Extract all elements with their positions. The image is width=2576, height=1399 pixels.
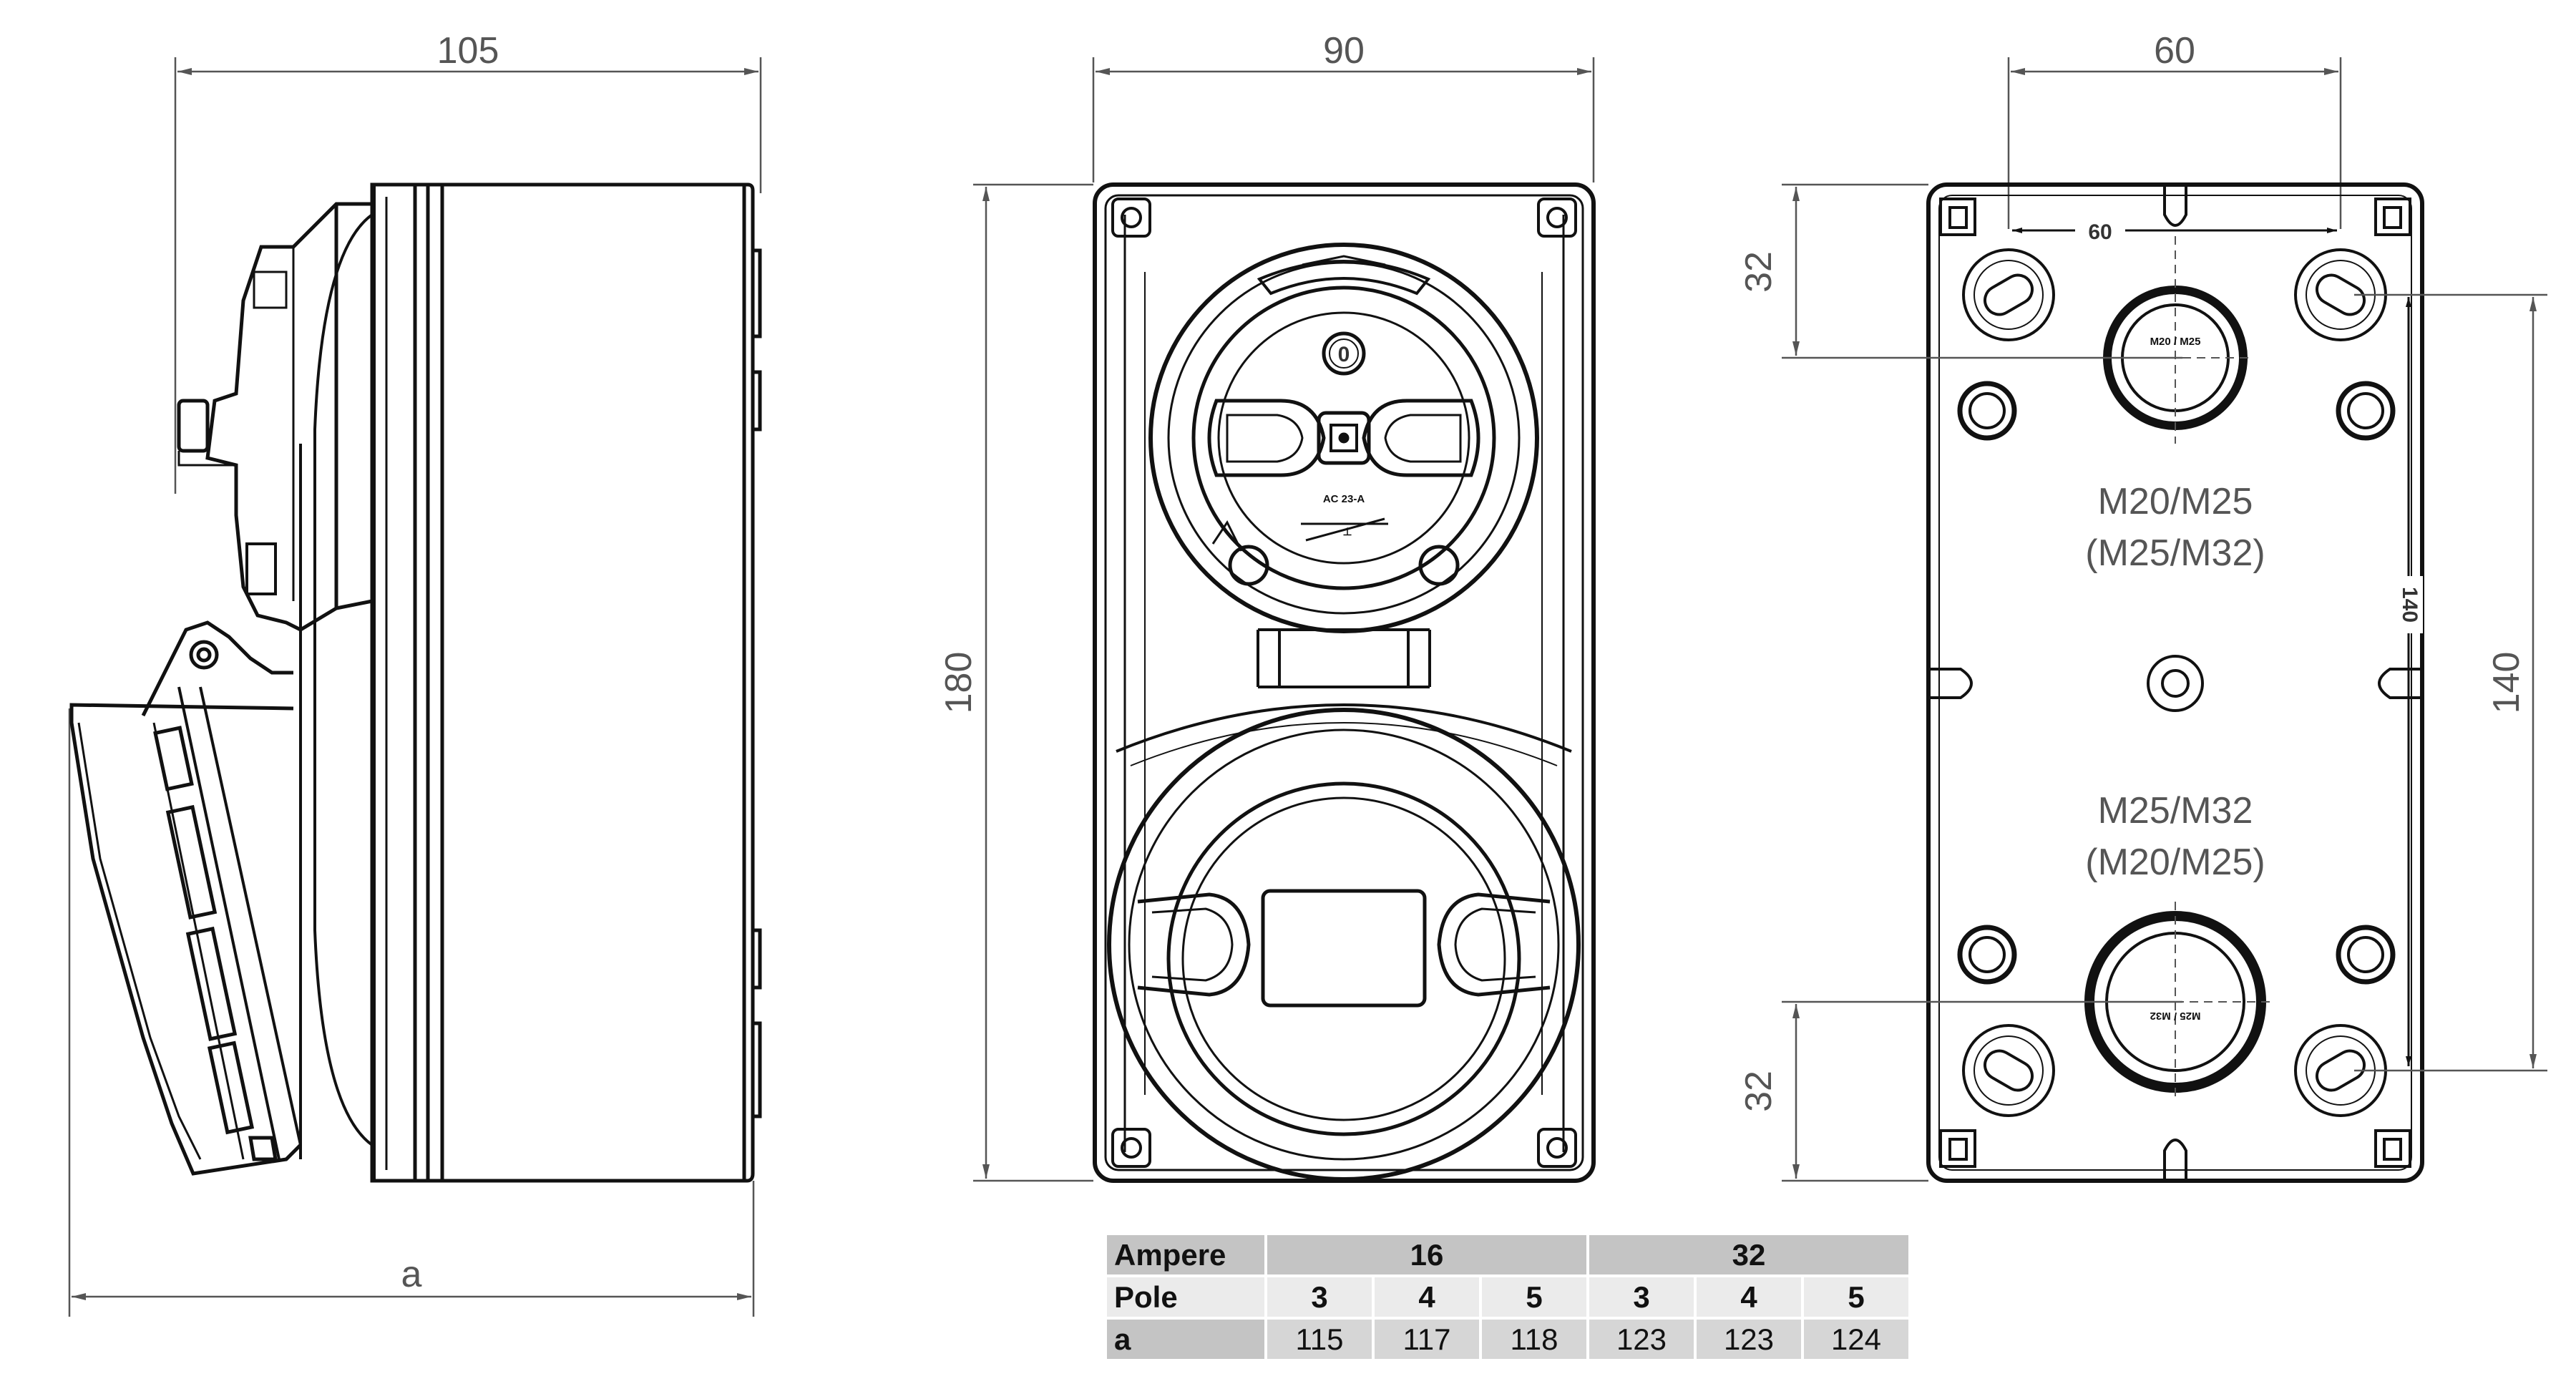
switch-rating-symbol: ⊥ [1342, 526, 1352, 538]
ampere-group-16: 16 [1267, 1235, 1586, 1274]
dim-label-back-height: 140 [2486, 652, 2527, 714]
bottom-gland-alt-label: (M20/M25) [2085, 842, 2265, 883]
side-view: 105 a [68, 30, 762, 1317]
top-gland-alt-label: (M25/M32) [2085, 532, 2265, 574]
front-rotary-switch [1148, 243, 1539, 633]
a-value-cell: 117 [1375, 1320, 1479, 1359]
top-gland-label: M20/M25 [2098, 481, 2253, 522]
front-view: 90 180 [938, 30, 1596, 1183]
dim-label-back-bottom-offset: 32 [1738, 1071, 1780, 1112]
a-value-cell: 124 [1804, 1320, 1908, 1359]
dim-label-side-width: 105 [437, 30, 499, 72]
back-mounting-slots [1962, 248, 2387, 1117]
dim-label-front-width: 90 [1323, 30, 1365, 72]
dim-label-back-width: 60 [2154, 30, 2195, 72]
dim-label-back-inner-width: 60 [2088, 220, 2112, 244]
switch-off-mark: 0 [1338, 343, 1350, 366]
pole-cell: 5 [1482, 1277, 1586, 1317]
a-value-cell: 123 [1589, 1320, 1694, 1359]
bottom-gland-label: M25/M32 [2098, 790, 2253, 832]
back-corner-feet [1928, 185, 2422, 1181]
pole-cell: 4 [1375, 1277, 1479, 1317]
side-enclosure-body [299, 182, 762, 1183]
dim-label-back-top-offset: 32 [1738, 251, 1780, 293]
dim-label-back-inner-height: 140 [2398, 587, 2421, 623]
top-gland-mark: M20 / M25 [2150, 336, 2201, 348]
front-socket [1107, 703, 1581, 1181]
back-enclosure [1926, 182, 2424, 1183]
a-value-cell: 123 [1697, 1320, 1801, 1359]
a-value-cell: 118 [1482, 1320, 1586, 1359]
front-enclosure [1093, 182, 1596, 1183]
side-switch-housing [177, 202, 373, 632]
pole-cell: 3 [1267, 1277, 1372, 1317]
dim-label-front-height: 180 [938, 652, 980, 714]
table-row-pole: Pole 3 4 5 3 4 5 [1107, 1277, 1908, 1317]
rating-table: Ampere 16 32 Pole 3 4 5 3 4 5 a 115 117 … [1104, 1232, 1911, 1362]
switch-rating-label: AC 23-A [1323, 493, 1365, 505]
table-row-a: a 115 117 118 123 123 124 [1107, 1320, 1908, 1359]
pole-cell: 3 [1589, 1277, 1694, 1317]
side-socket [69, 620, 302, 1176]
front-corner-screws [1111, 198, 1577, 1168]
a-header: a [1107, 1320, 1264, 1359]
back-blank-holes [1957, 381, 2396, 985]
a-value-cell: 115 [1267, 1320, 1372, 1359]
pole-header: Pole [1107, 1277, 1264, 1317]
ampere-group-32: 32 [1589, 1235, 1908, 1274]
table-row-ampere: Ampere 16 32 [1107, 1235, 1908, 1274]
back-view: 60 [1738, 30, 2547, 1183]
bottom-gland-mark: M25 / M32 [2150, 1010, 2201, 1022]
front-socket-hinge [1257, 628, 1431, 688]
dim-label-side-total: a [401, 1254, 422, 1295]
pole-cell: 4 [1697, 1277, 1801, 1317]
ampere-header: Ampere [1107, 1235, 1264, 1274]
pole-cell: 5 [1804, 1277, 1908, 1317]
